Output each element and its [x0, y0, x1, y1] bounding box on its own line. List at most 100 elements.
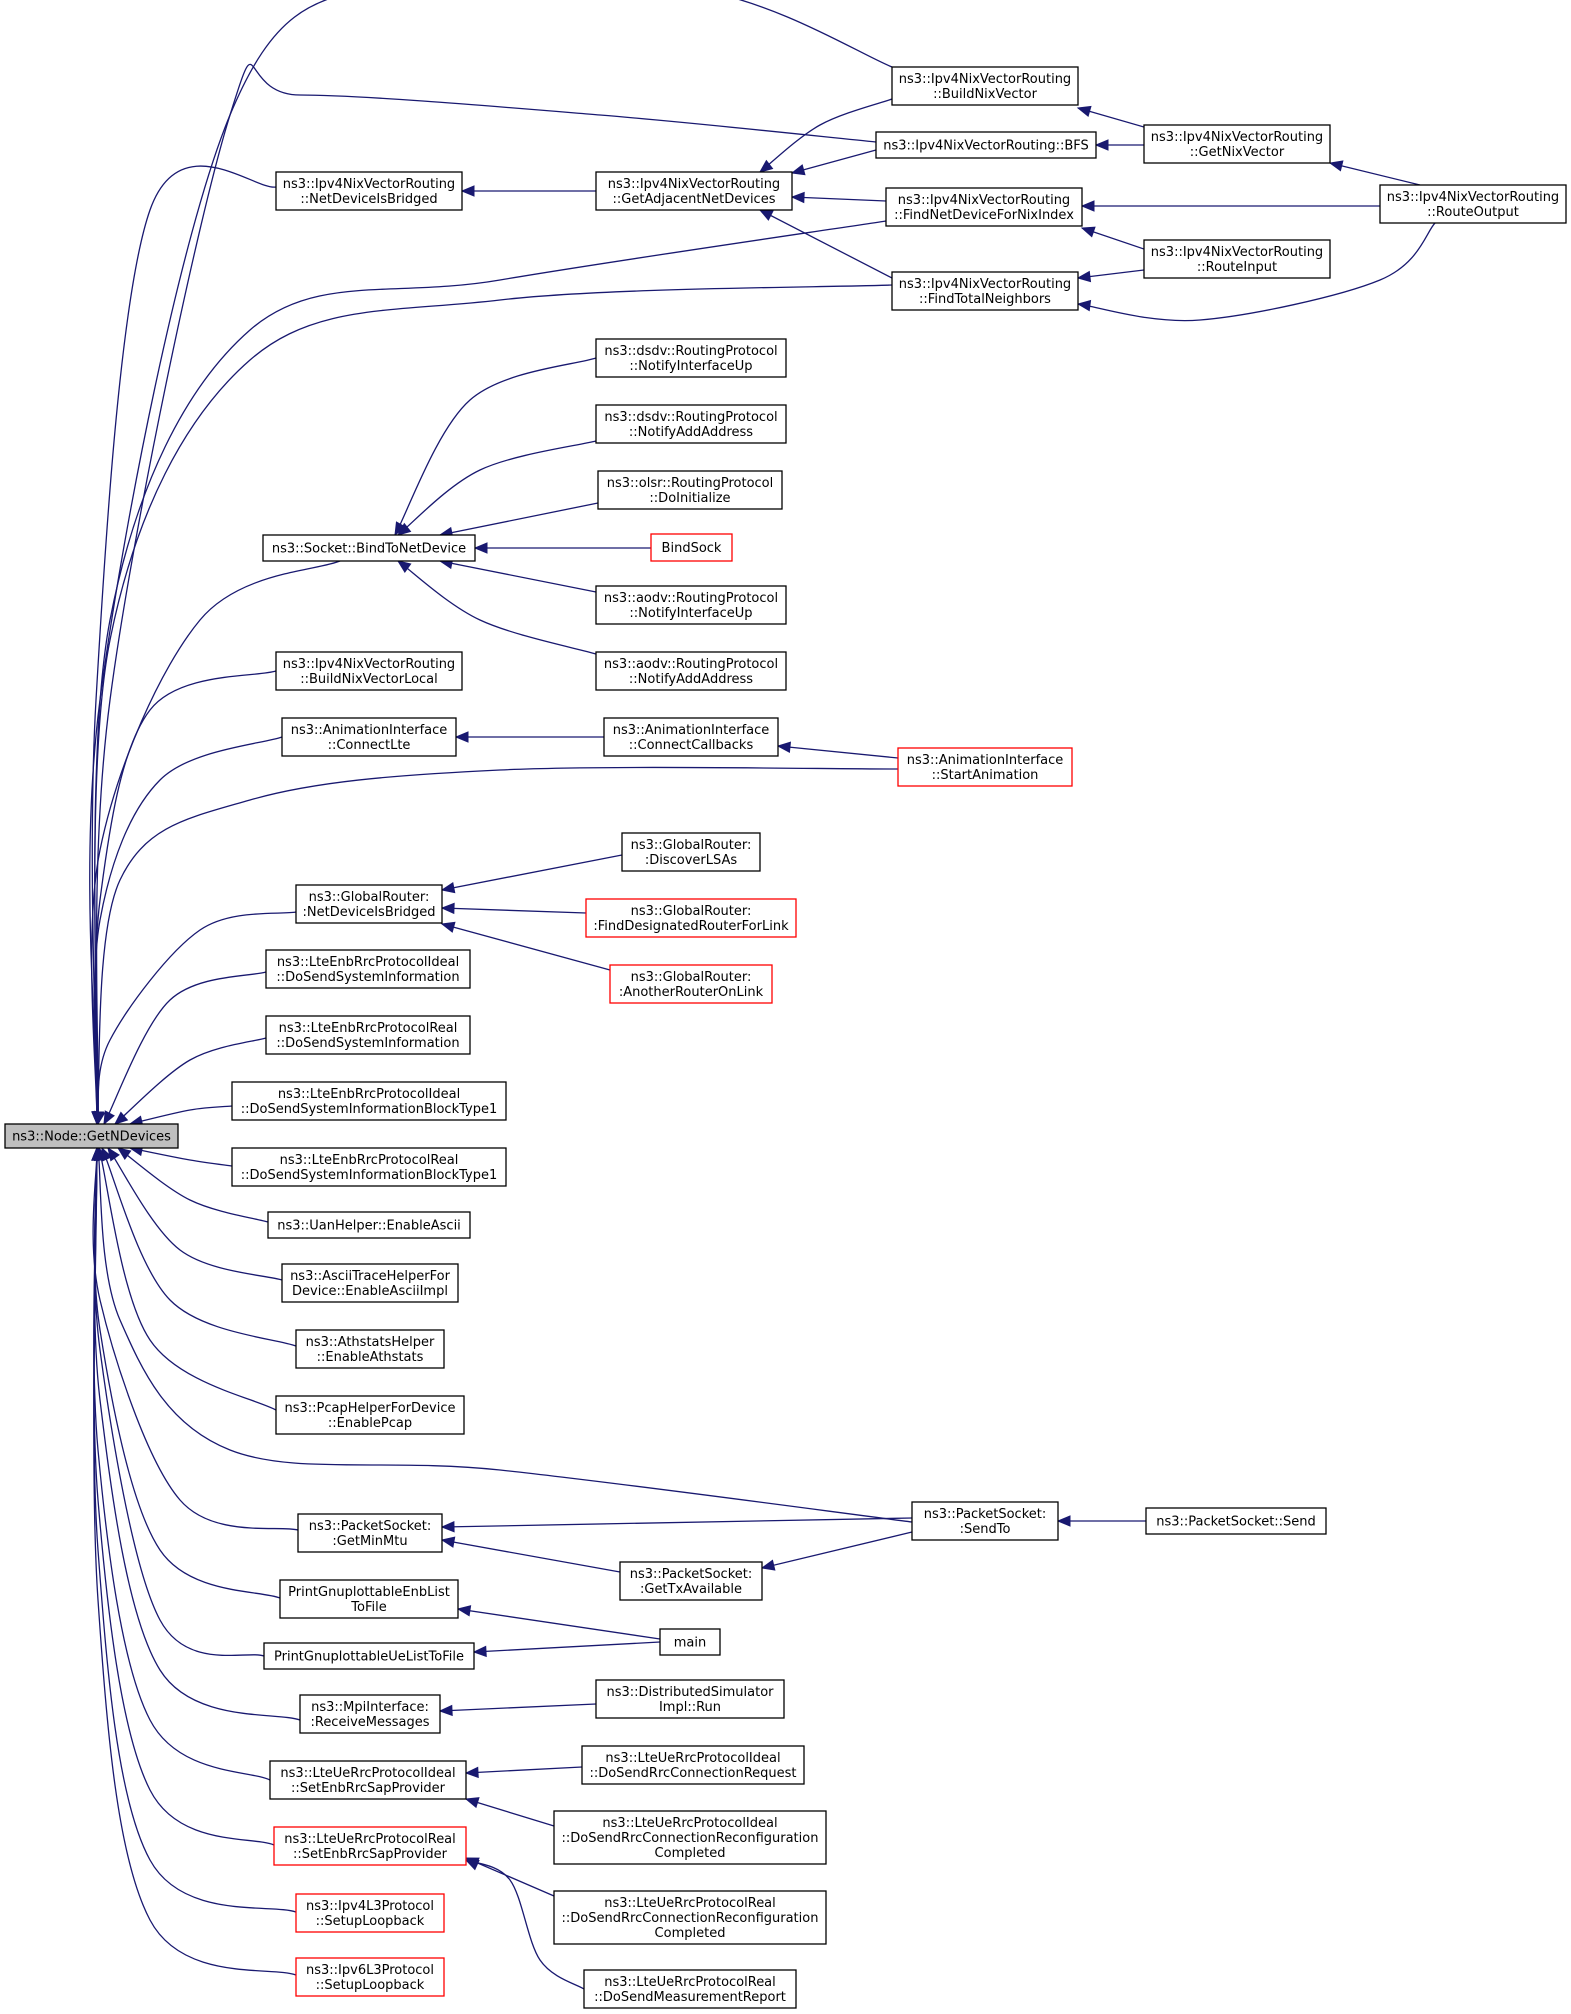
node-box[interactable] [595, 171, 793, 211]
node-box[interactable] [281, 1263, 459, 1303]
node-box[interactable] [621, 832, 761, 872]
node-getNixVector[interactable]: ns3::Ipv4NixVectorRouting::GetNixVector [1143, 124, 1331, 164]
node-box[interactable] [553, 1890, 827, 1945]
node-box[interactable] [583, 1969, 797, 2009]
node-bindSock[interactable]: BindSock [650, 533, 733, 562]
node-lteUeIdealSetEnb[interactable]: ns3::LteUeRrcProtocolIdeal::SetEnbRrcSap… [269, 1760, 467, 1800]
node-lteRealSib1[interactable]: ns3::LteEnbRrcProtocolReal::DoSendSystem… [231, 1147, 507, 1187]
node-box[interactable] [231, 1081, 507, 1121]
node-lteUeRealReconfCompleted[interactable]: ns3::LteUeRrcProtocolReal::DoSendRrcConn… [553, 1890, 827, 1945]
node-box[interactable] [295, 1957, 445, 1997]
node-netDeviceIsBridgedNix[interactable]: ns3::Ipv4NixVectorRouting::NetDeviceIsBr… [275, 171, 463, 211]
node-box[interactable] [595, 585, 787, 625]
node-box[interactable] [609, 964, 773, 1004]
node-buildNixVector[interactable]: ns3::Ipv4NixVectorRouting::BuildNixVecto… [891, 66, 1079, 106]
node-box[interactable] [585, 898, 797, 938]
node-packetSocketGetTxAvailable[interactable]: ns3::PacketSocket::GetTxAvailable [619, 1561, 763, 1601]
node-box[interactable] [1379, 184, 1567, 224]
node-box[interactable] [897, 747, 1073, 787]
node-box[interactable] [619, 1561, 763, 1601]
node-box[interactable] [595, 338, 787, 378]
node-box[interactable] [231, 1147, 507, 1187]
node-printUeList[interactable]: PrintGnuplottableUeListToFile [263, 1642, 475, 1670]
node-box[interactable] [275, 171, 463, 211]
node-box[interactable] [1143, 239, 1331, 279]
node-findTotalNeighbors[interactable]: ns3::Ipv4NixVectorRouting::FindTotalNeig… [891, 271, 1079, 311]
node-box[interactable] [275, 651, 463, 691]
node-box[interactable] [281, 717, 457, 757]
node-lteUeRealMeasReport[interactable]: ns3::LteUeRrcProtocolReal::DoSendMeasure… [583, 1969, 797, 2009]
node-olsrDoInitialize[interactable]: ns3::olsr::RoutingProtocol::DoInitialize [597, 470, 783, 510]
node-box[interactable] [295, 1893, 445, 1933]
node-lteUeIdealConnReq[interactable]: ns3::LteUeRrcProtocolIdeal::DoSendRrcCon… [581, 1745, 805, 1785]
node-box[interactable] [911, 1501, 1059, 1541]
node-main[interactable]: main [659, 1628, 721, 1656]
node-ipv4SetupLoopback[interactable]: ns3::Ipv4L3Protocol::SetupLoopback [295, 1893, 445, 1933]
node-routeOutput[interactable]: ns3::Ipv4NixVectorRouting::RouteOutput [1379, 184, 1567, 224]
node-lteRealSysInfo[interactable]: ns3::LteEnbRrcProtocolReal::DoSendSystem… [265, 1015, 471, 1055]
node-box[interactable] [295, 884, 443, 924]
node-lteIdealSib1[interactable]: ns3::LteEnbRrcProtocolIdeal::DoSendSyste… [231, 1081, 507, 1121]
node-lteUeRealSetEnb[interactable]: ns3::LteUeRrcProtocolReal::SetEnbRrcSapP… [273, 1826, 467, 1866]
node-box[interactable] [603, 717, 779, 757]
node-connectLte[interactable]: ns3::AnimationInterface::ConnectLte [281, 717, 457, 757]
node-box[interactable] [875, 131, 1097, 159]
node-asciiTraceEnableAsciiImpl[interactable]: ns3::AsciiTraceHelperForDevice::EnableAs… [281, 1263, 459, 1303]
node-box[interactable] [295, 1329, 445, 1369]
node-box[interactable] [265, 1015, 471, 1055]
node-box[interactable] [262, 534, 476, 562]
node-box[interactable] [269, 1760, 467, 1800]
node-box[interactable] [4, 1123, 179, 1149]
node-root[interactable]: ns3::Node::GetNDevices [4, 1123, 179, 1149]
node-box[interactable] [265, 949, 471, 989]
node-grNetDeviceIsBridged[interactable]: ns3::GlobalRouter::NetDeviceIsBridged [295, 884, 443, 924]
node-box[interactable] [299, 1694, 441, 1734]
node-packetSocketSendTo[interactable]: ns3::PacketSocket::SendTo [911, 1501, 1059, 1541]
node-discoverLSAs[interactable]: ns3::GlobalRouter::DiscoverLSAs [621, 832, 761, 872]
node-packetSocketSend[interactable]: ns3::PacketSocket::Send [1145, 1507, 1327, 1535]
node-dsdvNotifyAddAddress[interactable]: ns3::dsdv::RoutingProtocol::NotifyAddAdd… [595, 404, 787, 444]
node-athstatsEnable[interactable]: ns3::AthstatsHelper::EnableAthstats [295, 1329, 445, 1369]
node-buildNixVectorLocal[interactable]: ns3::Ipv4NixVectorRouting::BuildNixVecto… [275, 651, 463, 691]
node-box[interactable] [595, 1679, 785, 1719]
node-box[interactable] [597, 470, 783, 510]
node-box[interactable] [273, 1826, 467, 1866]
node-box[interactable] [263, 1642, 475, 1670]
node-box[interactable] [267, 1211, 471, 1239]
node-box[interactable] [279, 1579, 459, 1619]
node-getAdjacentNetDevices[interactable]: ns3::Ipv4NixVectorRouting::GetAdjacentNe… [595, 171, 793, 211]
node-box[interactable] [1145, 1507, 1327, 1535]
node-findDesignatedRouterForLink[interactable]: ns3::GlobalRouter::FindDesignatedRouterF… [585, 898, 797, 938]
node-box[interactable] [885, 187, 1083, 227]
node-box[interactable] [1143, 124, 1331, 164]
node-findNetDeviceForNixIndex[interactable]: ns3::Ipv4NixVectorRouting::FindNetDevice… [885, 187, 1083, 227]
node-anotherRouterOnLink[interactable]: ns3::GlobalRouter::AnotherRouterOnLink [609, 964, 773, 1004]
node-box[interactable] [891, 271, 1079, 311]
node-bfs[interactable]: ns3::Ipv4NixVectorRouting::BFS [875, 131, 1097, 159]
node-box[interactable] [553, 1810, 827, 1865]
node-box[interactable] [659, 1628, 721, 1656]
node-socketBindToNetDevice[interactable]: ns3::Socket::BindToNetDevice [262, 534, 476, 562]
node-startAnimation[interactable]: ns3::AnimationInterface::StartAnimation [897, 747, 1073, 787]
node-routeInput[interactable]: ns3::Ipv4NixVectorRouting::RouteInput [1143, 239, 1331, 279]
node-pcapEnable[interactable]: ns3::PcapHelperForDevice::EnablePcap [275, 1395, 465, 1435]
node-box[interactable] [650, 533, 733, 562]
node-connectCallbacks[interactable]: ns3::AnimationInterface::ConnectCallback… [603, 717, 779, 757]
node-box[interactable] [275, 1395, 465, 1435]
node-packetSocketGetMinMtu[interactable]: ns3::PacketSocket::GetMinMtu [297, 1513, 443, 1553]
node-box[interactable] [595, 404, 787, 444]
node-lteIdealSysInfo[interactable]: ns3::LteEnbRrcProtocolIdeal::DoSendSyste… [265, 949, 471, 989]
node-box[interactable] [595, 651, 787, 691]
node-ipv6SetupLoopback[interactable]: ns3::Ipv6L3Protocol::SetupLoopback [295, 1957, 445, 1997]
node-aodvNotifyInterfaceUp[interactable]: ns3::aodv::RoutingProtocol::NotifyInterf… [595, 585, 787, 625]
node-lteUeIdealReconfCompleted[interactable]: ns3::LteUeRrcProtocolIdeal::DoSendRrcCon… [553, 1810, 827, 1865]
node-box[interactable] [891, 66, 1079, 106]
node-dsdvNotifyInterfaceUp[interactable]: ns3::dsdv::RoutingProtocol::NotifyInterf… [595, 338, 787, 378]
node-aodvNotifyAddAddress[interactable]: ns3::aodv::RoutingProtocol::NotifyAddAdd… [595, 651, 787, 691]
node-mpiReceiveMessages[interactable]: ns3::MpiInterface::ReceiveMessages [299, 1694, 441, 1734]
node-box[interactable] [297, 1513, 443, 1553]
node-uanEnableAscii[interactable]: ns3::UanHelper::EnableAscii [267, 1211, 471, 1239]
node-box[interactable] [581, 1745, 805, 1785]
